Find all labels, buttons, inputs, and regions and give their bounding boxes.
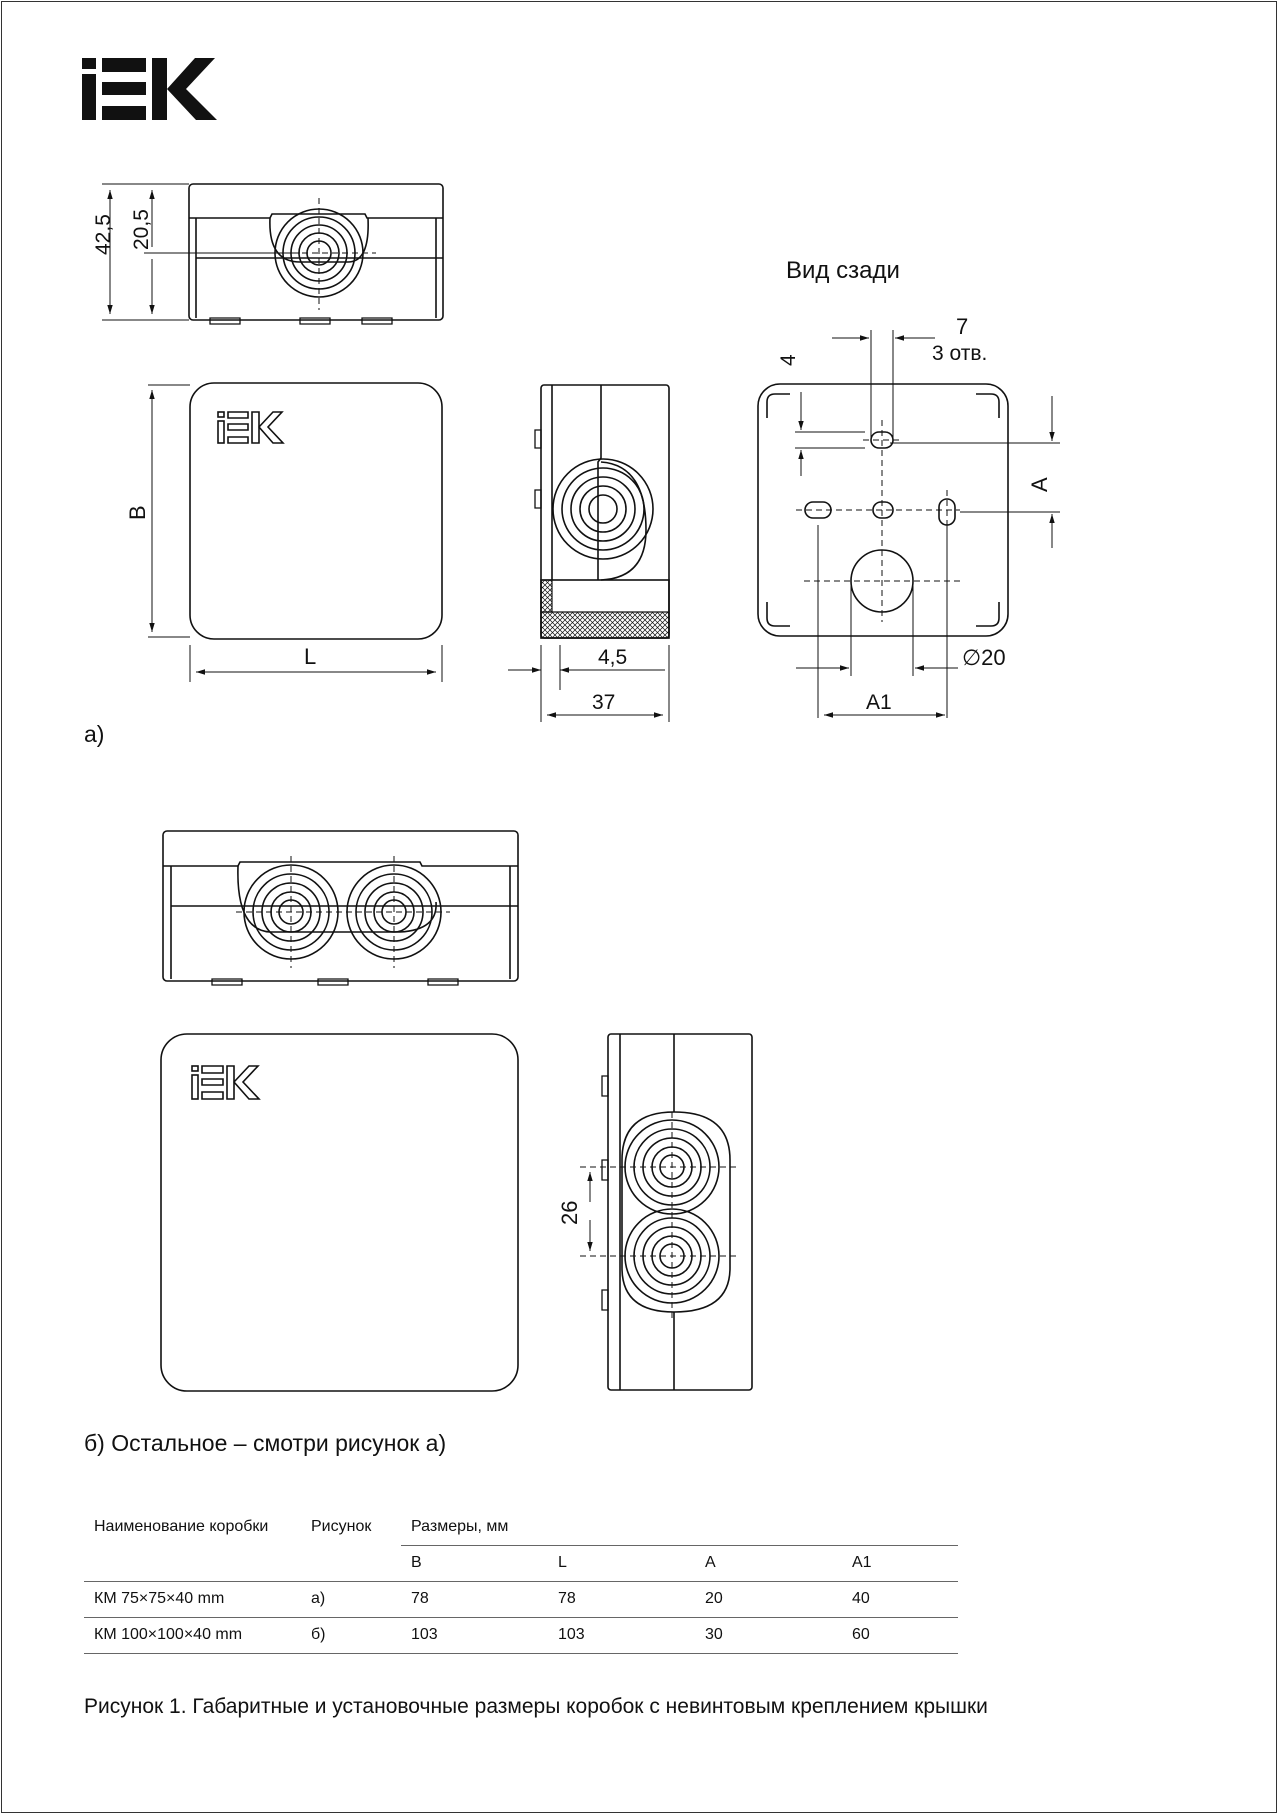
dim-A1: A1 [866, 691, 892, 714]
table-header-row: Наименование коробки Рисунок Размеры, мм [84, 1510, 958, 1546]
dim-holes-note: 3 отв. [932, 342, 987, 365]
dim-total-height: 42,5 [92, 214, 115, 255]
dim-wall: 4,5 [598, 646, 627, 669]
view-b-top [162, 830, 519, 986]
cell-figure: б) [301, 1617, 401, 1654]
cell-A1: 40 [842, 1581, 958, 1618]
dim-hole-diameter: ∅20 [962, 645, 1006, 670]
cell-figure: а) [301, 1581, 401, 1618]
header-col-B: B [401, 1545, 548, 1582]
cell-L: 103 [548, 1617, 695, 1654]
view-b-front [160, 1033, 519, 1392]
header-figure-cont [301, 1545, 401, 1582]
dim-B: B [125, 505, 150, 520]
rear-view-title: Вид сзади [786, 257, 900, 284]
cell-name: КМ 75×75×40 mm [84, 1581, 301, 1618]
figure-caption: Рисунок 1. Габаритные и установочные раз… [84, 1695, 988, 1718]
iek-logo [82, 58, 217, 120]
cell-B: 103 [401, 1617, 548, 1654]
front-logo-a [217, 411, 285, 444]
dim-gland-pitch: 26 [557, 1201, 582, 1225]
dim-slot-height: 4 [777, 354, 800, 366]
cell-A: 20 [695, 1581, 842, 1618]
table-row: КМ 100×100×40 mm б) 103 103 30 60 [84, 1617, 958, 1654]
dim-A: A [1027, 477, 1052, 492]
cell-A: 30 [695, 1617, 842, 1654]
view-a-side [508, 384, 670, 722]
technical-drawing: 42,5 20,5 B L 4,5 37 Вид сзади [84, 183, 1060, 1456]
header-dims: Размеры, мм [401, 1510, 958, 1546]
header-figure: Рисунок [311, 1518, 372, 1535]
cell-A1: 60 [842, 1617, 958, 1654]
label-b: б) Остальное – смотри рисунок а) [84, 1430, 446, 1456]
front-logo-b [191, 1065, 261, 1100]
header-col-A1: A1 [842, 1545, 958, 1582]
dim-depth: 37 [592, 691, 615, 714]
header-col-L: L [548, 1545, 695, 1582]
view-a-rear [757, 330, 1060, 718]
cell-name: КМ 100×100×40 mm [84, 1617, 301, 1654]
cell-L: 78 [548, 1581, 695, 1618]
header-name-cont [84, 1545, 301, 1582]
dim-slot-width: 7 [956, 314, 968, 339]
dim-L: L [304, 644, 316, 669]
dimensions-table: Наименование коробки Рисунок Размеры, мм… [84, 1510, 958, 1654]
dim-gland-height: 20,5 [130, 209, 153, 250]
header-col-A: A [695, 1545, 842, 1582]
view-a-front [148, 382, 443, 682]
header-name: Наименование коробки [94, 1518, 269, 1535]
view-a-top [102, 183, 444, 325]
table-subheader-row: B L A A1 [84, 1545, 958, 1582]
table-row: КМ 75×75×40 mm а) 78 78 20 40 [84, 1581, 958, 1618]
label-a: а) [84, 721, 104, 747]
view-b-side [580, 1033, 753, 1391]
cell-B: 78 [401, 1581, 548, 1618]
